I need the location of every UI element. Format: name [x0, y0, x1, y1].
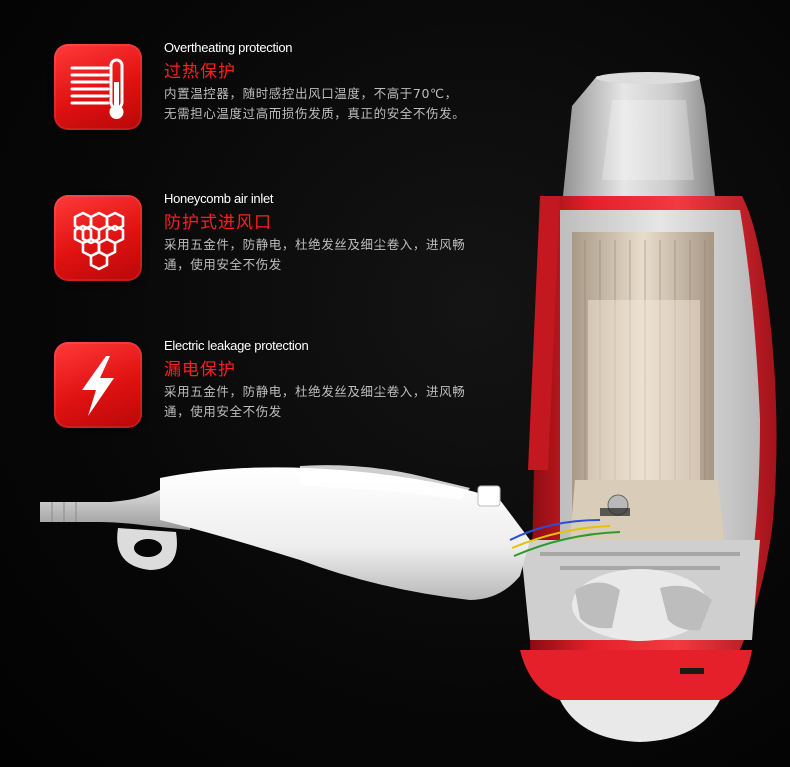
feature-description: 采用五金件，防静电，杜绝发丝及细尘卷入，进风畅 通，使用安全不伤发: [164, 382, 524, 422]
feature-description: 采用五金件，防静电，杜绝发丝及细尘卷入，进风畅 通，使用安全不伤发: [164, 235, 524, 275]
feature-title-en: Honeycomb air inlet: [164, 191, 274, 206]
feature-title-cn: 过热保护: [164, 62, 236, 82]
description-line: 内置温控器，随时感控出风口温度，不高于70℃，: [164, 86, 458, 101]
description-line: 采用五金件，防静电，杜绝发丝及细尘卷入，进风畅: [164, 237, 466, 252]
feature-title-cn: 漏电保护: [164, 360, 236, 380]
feature-title-cn: 防护式进风口: [164, 213, 272, 233]
feature-title-en: Overtheating protection: [164, 40, 293, 55]
overheating-icon-tile: [54, 44, 142, 130]
description-line: 无需担心温度过高而损伤发质，真正的安全不伤发。: [164, 106, 466, 121]
honeycomb-icon-tile: [54, 195, 142, 281]
feature-title-en: Electric leakage protection: [164, 338, 309, 353]
feature-honeycomb: Honeycomb air inlet 防护式进风口 采用五金件，防静电，杜绝发…: [54, 191, 524, 285]
thermometer-heat-icon: [70, 58, 124, 119]
feature-description: 内置温控器，随时感控出风口温度，不高于70℃， 无需担心温度过高而损伤发质，真正…: [164, 84, 524, 124]
description-line: 通，使用安全不伤发: [164, 404, 282, 419]
description-line: 通，使用安全不伤发: [164, 257, 282, 272]
honeycomb-icon: [73, 211, 125, 271]
description-line: 采用五金件，防静电，杜绝发丝及细尘卷入，进风畅: [164, 384, 466, 399]
leakage-icon-tile: [54, 342, 142, 428]
lightning-icon: [82, 356, 114, 416]
feature-overheating: Overtheating protection 过热保护 内置温控器，随时感控出…: [54, 40, 524, 134]
feature-leakage: Electric leakage protection 漏电保护 采用五金件，防…: [54, 338, 524, 432]
